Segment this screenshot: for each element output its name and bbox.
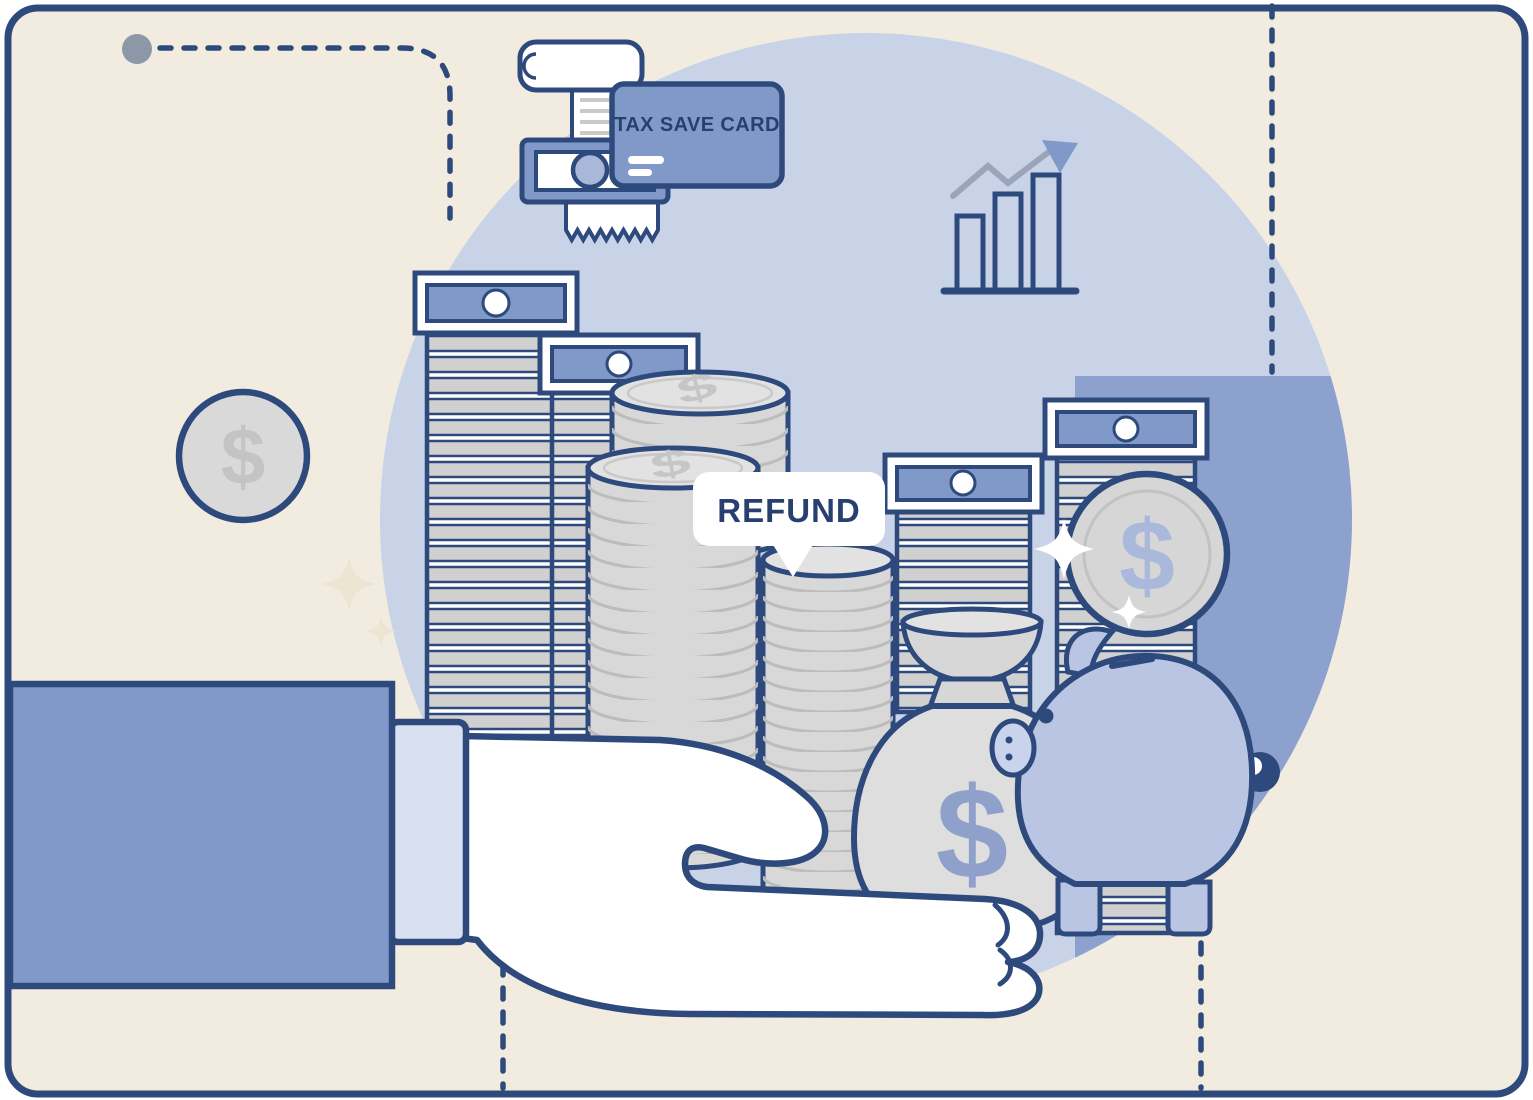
bubble-body [693,472,885,546]
paper-roll-curl [522,52,537,80]
piggy-back-leg [1165,879,1213,937]
bubble-tail [770,540,816,577]
glove-cuff [386,718,470,946]
big-coin-dollar: $ [1119,500,1175,612]
dashed-path-top-left [157,45,453,221]
receipt-lines [580,98,612,135]
printer-coin [570,150,610,190]
card-stripe [628,156,664,164]
coin-left: $ [175,388,311,524]
piggy-front-leg [1055,877,1103,937]
piggy-nostril [1005,736,1013,744]
piggy-eye [1038,708,1054,724]
banknote-stack-a [412,270,580,756]
printed-receipt [564,196,660,245]
refund-bubble: REFUND [693,472,885,577]
piggy-nostril [1005,753,1013,761]
trend-line [950,148,1053,199]
refund-label: REFUND [717,492,861,529]
piggy-snout [989,718,1037,778]
finger-creases [992,902,1013,987]
paper-roll [517,39,645,93]
piggy-coin-slot [1109,656,1155,669]
hand-glove [458,732,1044,1019]
piggy-bank [989,626,1280,937]
arrow-head-icon [1042,140,1078,173]
card-stripe [628,169,652,176]
coin-stack-dollar: $ [647,440,695,488]
hand-holding-money [6,680,1044,1019]
tax-save-card-label: TAX SAVE CARD [614,114,780,136]
tax-save-card-group: TAX SAVE CARD [517,39,785,245]
bag-dollar-sign: $ [936,760,1008,906]
sleeve [6,680,396,990]
connector-dot [122,34,152,64]
coin-dollar-sign: $ [221,412,266,501]
piggy-body [1014,652,1256,887]
dollar-coin: $ [1034,470,1231,638]
growth-chart [940,140,1080,295]
